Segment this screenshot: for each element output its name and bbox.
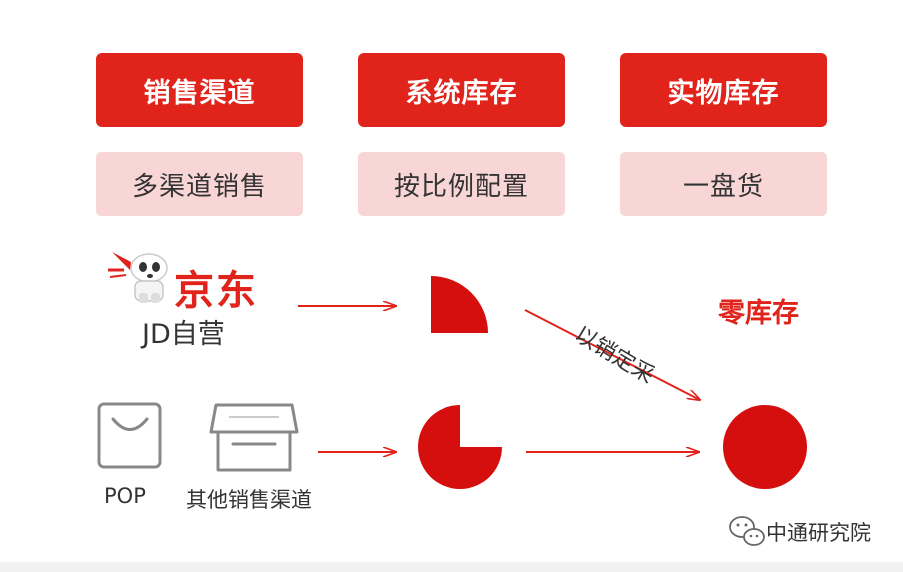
arrow-purchase-by-sales xyxy=(524,309,700,400)
header-box-label: 实物库存 xyxy=(667,77,780,109)
sub-box-label: 按比例配置 xyxy=(393,171,529,202)
jd-dog-mascot-icon xyxy=(108,252,168,303)
sub-box-proportional-allocation: 按比例配置 xyxy=(358,152,565,216)
header-box-label: 销售渠道 xyxy=(143,77,256,109)
bottom-bar xyxy=(0,562,903,572)
watermark-text: 中通研究院 xyxy=(766,521,871,545)
pop-label: POP xyxy=(104,484,146,508)
sub-box-label: 多渠道销售 xyxy=(131,171,267,202)
quarter-pie-jd-share xyxy=(431,276,488,333)
header-box-system-inventory: 系统库存 xyxy=(358,53,565,127)
sub-box-multichannel-sales: 多渠道销售 xyxy=(96,152,303,216)
three-quarter-pie-others-share xyxy=(418,405,502,489)
jd-self-operated-label: JD自营 xyxy=(142,319,225,350)
header-box-label: 系统库存 xyxy=(405,77,518,109)
jd-brand-logo: 京东 xyxy=(174,268,258,314)
wechat-icon xyxy=(729,516,765,546)
zero-inventory-label: 零库存 xyxy=(718,298,799,329)
header-box-sales-channel: 销售渠道 xyxy=(96,53,303,127)
shopping-bag-icon xyxy=(97,402,162,469)
storefront-icon xyxy=(209,403,299,472)
sub-box-label: 一盘货 xyxy=(682,171,764,202)
header-box-physical-inventory: 实物库存 xyxy=(620,53,827,127)
full-circle-physical-inventory xyxy=(723,405,807,489)
sub-box-single-inventory-pool: 一盘货 xyxy=(620,152,827,216)
other-channels-label: 其他销售渠道 xyxy=(186,488,312,512)
